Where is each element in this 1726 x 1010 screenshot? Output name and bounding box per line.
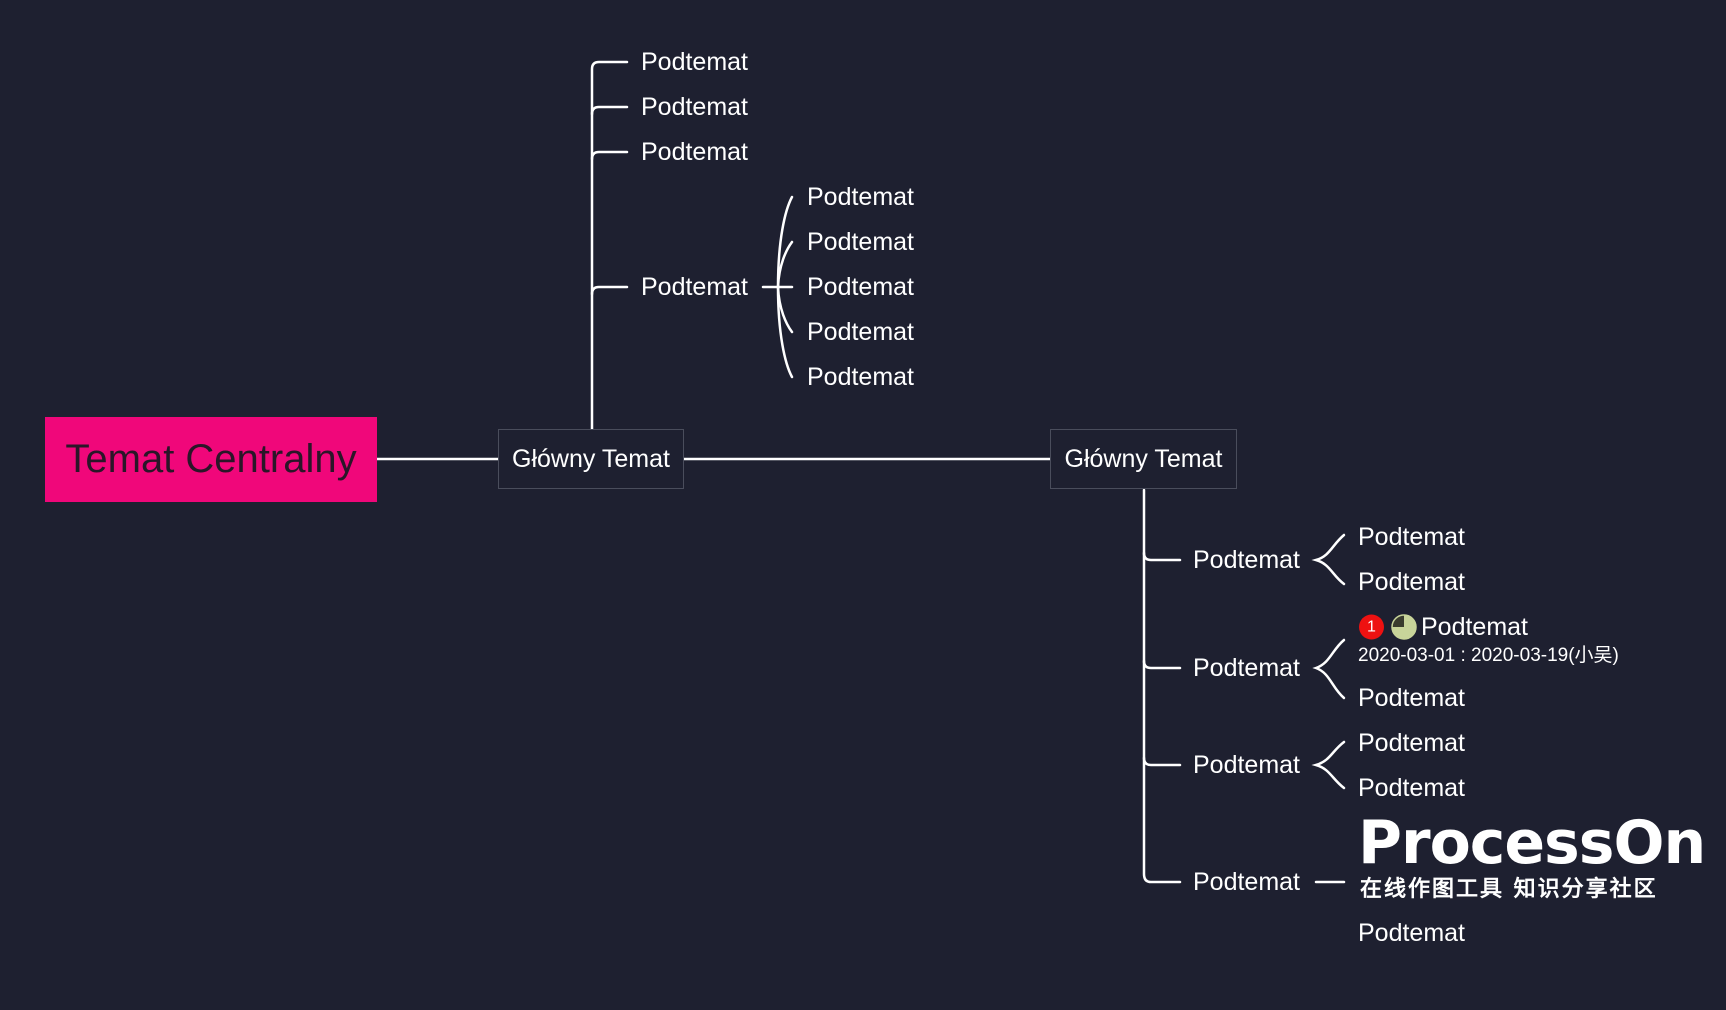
task-date-range: 2020-03-01 : 2020-03-19(小吴): [1358, 645, 1619, 666]
upper-subtopic-3-line: [590, 150, 629, 161]
connector-lines: [375, 60, 1346, 884]
upper-nested-subtopic-4[interactable]: Podtemat: [807, 318, 915, 346]
priority-1-icon: 1: [1359, 614, 1384, 640]
upper-nested-subtopic-3[interactable]: Podtemat: [807, 273, 915, 301]
lower-subtopic-2[interactable]: Podtemat: [1193, 654, 1301, 682]
lower-group4-subtopic-1[interactable]: Podtemat: [1358, 919, 1466, 947]
upper-subtopic-2-line: [590, 105, 629, 116]
upper-subtopic-1[interactable]: Podtemat: [641, 48, 749, 76]
upper-nested-subtopic-2[interactable]: Podtemat: [807, 228, 915, 256]
upper-nested-subtopic-1[interactable]: Podtemat: [807, 183, 915, 211]
lower-subtopic-4[interactable]: Podtemat: [1193, 868, 1301, 896]
upper-subtopic-4[interactable]: Podtemat: [641, 273, 749, 301]
logo-subtitle: 在线作图工具 知识分享社区: [1360, 877, 1658, 902]
lower-group2-subtopic-2[interactable]: Podtemat: [1358, 684, 1466, 712]
lower-group1-subtopic-1[interactable]: Podtemat: [1358, 523, 1466, 551]
upper-nested-brace-5: [776, 285, 794, 379]
lower-group1-subtopic-2[interactable]: Podtemat: [1358, 568, 1466, 596]
upper-subtopic-2[interactable]: Podtemat: [641, 93, 749, 121]
lower-group1-brace: [1311, 533, 1346, 586]
lower-group3-brace: [1311, 740, 1346, 790]
lower-group2-brace: [1312, 638, 1346, 700]
upper-nested-subtopic-5[interactable]: Podtemat: [807, 363, 915, 391]
lower-subtopic-3[interactable]: Podtemat: [1193, 751, 1301, 779]
lower-group3-subtopic-1[interactable]: Podtemat: [1358, 729, 1466, 757]
upper-nested-brace-2: [776, 240, 794, 289]
processon-logo: ProcessOn 在线作图工具 知识分享社区: [1358, 808, 1706, 904]
central-topic[interactable]: Temat Centralny: [45, 417, 377, 502]
upper-subtopic-3[interactable]: Podtemat: [641, 138, 749, 166]
progress-marker-icon: [1391, 614, 1417, 640]
lower-group2-subtopic-1[interactable]: Podtemat: [1421, 613, 1529, 641]
lower-subtopic-1[interactable]: Podtemat: [1193, 546, 1301, 574]
main-topic-1[interactable]: Główny Temat: [498, 429, 684, 489]
main-topic-2[interactable]: Główny Temat: [1050, 429, 1237, 489]
lower-subtopic-1-line: [1142, 551, 1182, 562]
lower-group3-subtopic-2[interactable]: Podtemat: [1358, 774, 1466, 802]
upper-subtopic-4-line: [590, 285, 629, 296]
lower-subtopic-3-line: [1142, 756, 1182, 767]
logo-title: ProcessOn: [1358, 808, 1706, 878]
lower-branch-trunk-line: [1142, 488, 1182, 884]
upper-branch-trunk-line: [590, 60, 629, 431]
lower-subtopic-2-line: [1142, 659, 1182, 670]
